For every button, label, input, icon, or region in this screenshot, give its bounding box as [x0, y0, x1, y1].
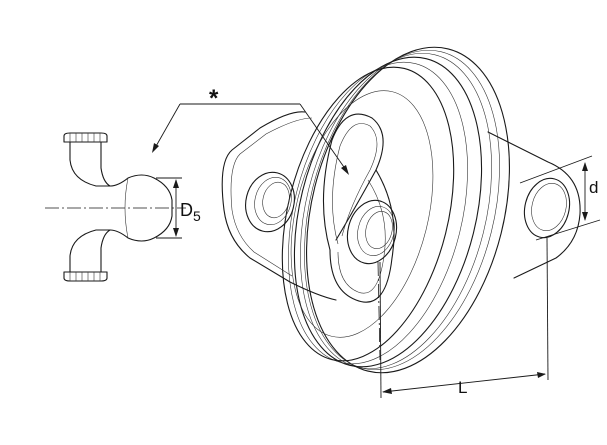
d-dimension: d	[519, 155, 601, 241]
left-mount-hole	[245, 171, 295, 233]
inner-face-ring	[290, 90, 434, 338]
asterisk-label: *	[209, 85, 219, 112]
d-label: d	[589, 178, 598, 197]
profile-top-flange	[63, 132, 108, 143]
outer-ring-back	[306, 46, 510, 374]
right-mount-hole	[523, 177, 571, 239]
L-dimension-line	[382, 373, 546, 393]
profile-top-hatching	[69, 133, 101, 142]
profile-bottom-hatching	[69, 272, 101, 281]
profile-body	[69, 141, 173, 273]
d5-label: D5	[180, 200, 201, 224]
isometric-view	[221, 46, 581, 374]
center-loop-lower	[329, 169, 395, 303]
asterisk-leader: *	[152, 85, 349, 175]
profile-bottom-flange	[63, 271, 108, 282]
front-flange-outline	[221, 111, 337, 301]
back-flange-outline	[487, 131, 581, 279]
center-loop-upper	[322, 113, 384, 251]
side-profile-view: D5	[45, 132, 201, 282]
outer-ring-middle	[293, 56, 483, 368]
L-label: L	[458, 378, 467, 397]
L-dimension: L	[379, 237, 549, 399]
outer-ring-front	[281, 66, 455, 362]
center-hole	[346, 199, 398, 265]
